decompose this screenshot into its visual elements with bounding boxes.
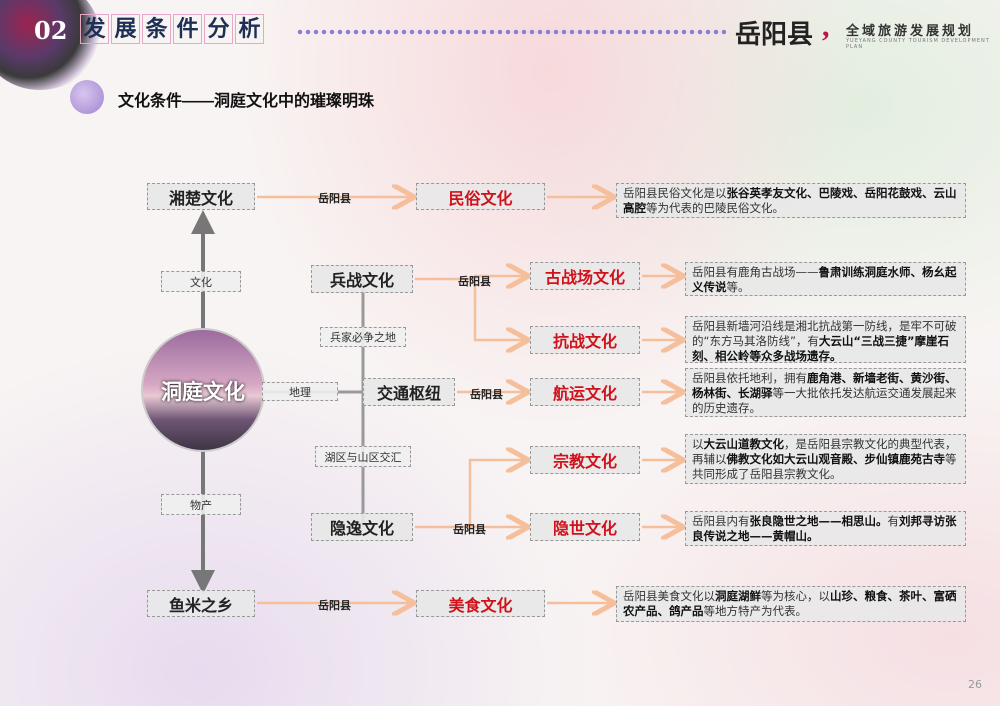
- title-char: 发: [80, 14, 109, 44]
- desc-yinshi: 岳阳县内有张良隐世之地——相思山。有刘邦寻访张良传说之地——黄帽山。: [685, 511, 966, 546]
- label-wuchan: 物产: [161, 494, 241, 515]
- plan-title: 全域旅游发展规划: [846, 24, 975, 39]
- logo: 岳阳县: [735, 20, 814, 50]
- desc-segment: 张谷英孝友文化、巴陵戏、岳阳花鼓戏、云山高腔: [623, 186, 957, 215]
- section-number: 02: [34, 16, 68, 45]
- desc-segment: 佛教文化如大云山观音殿、步仙镇鹿苑古寺: [726, 452, 946, 466]
- culture-yinshi: 隐世文化: [530, 513, 640, 541]
- culture-kangzhan: 抗战文化: [530, 326, 640, 354]
- section-title: 发展条件分析: [80, 14, 264, 44]
- subtitle: 文化条件——洞庭文化中的璀璨明珠: [118, 93, 375, 110]
- node-yinyi: 隐逸文化: [311, 513, 413, 541]
- node-bingzhan: 兵战文化: [311, 265, 413, 293]
- desc-segment: 张良隐世之地——相思山。: [749, 514, 888, 528]
- desc-segment: 等为核心，以: [761, 589, 830, 603]
- title-char: 展: [111, 14, 140, 44]
- culture-hangyun: 航运文化: [530, 378, 640, 406]
- desc-segment: 等一大批依托发达航运交通发展起来的历史遗存。: [692, 386, 957, 415]
- title-char: 件: [173, 14, 202, 44]
- desc-segment: ，是岳阳县宗教文化的典型代表，再辅以: [692, 437, 957, 466]
- desc-segment: 等共同形成了岳阳县宗教文化。: [692, 452, 957, 481]
- desc-segment: 岳阳县新墙河沿线是湘北抗战第一防线，是牢不可破的“东方马其洛防线”，有: [692, 319, 957, 348]
- label-wenhua: 文化: [161, 271, 241, 292]
- desc-segment: 大云山“三战三捷”摩崖石刻、相公岭: [692, 334, 950, 363]
- culture-zongjiao: 宗教文化: [530, 446, 640, 474]
- logo-mark: ,: [822, 10, 830, 43]
- desc-hangyun: 岳阳县依托地利，拥有鹿角港、新墙老街、黄沙街、杨林街、长湖驿等一大批依托发达航运…: [685, 368, 966, 417]
- label-yueyang: 岳阳县: [458, 275, 491, 288]
- label-yueyang: 岳阳县: [453, 523, 486, 536]
- label-huqu: 湖区与山区交汇: [315, 446, 411, 467]
- desc-segment: 山珍、粮食、茶叶、富硒农产品、鸽产品: [623, 589, 957, 618]
- label-yueyang: 岳阳县: [318, 192, 351, 205]
- culture-meishi: 美食文化: [416, 590, 545, 617]
- desc-segment: 大云山道教文化: [703, 437, 785, 451]
- desc-segment: 刘邦寻访张良传说之地——黄帽山。: [692, 514, 957, 543]
- label-yueyang: 岳阳县: [318, 599, 351, 612]
- desc-segment: 等地方特产为代表。: [703, 604, 808, 618]
- desc-zongjiao: 以大云山道教文化，是岳阳县宗教文化的典型代表，再辅以佛教文化如大云山观音殿、步仙…: [685, 434, 966, 484]
- desc-segment: 等众多战场遗存。: [749, 349, 842, 363]
- culture-minsu: 民俗文化: [416, 183, 545, 210]
- desc-kangzhan: 岳阳县新墙河沿线是湘北抗战第一防线，是牢不可破的“东方马其洛防线”，有大云山“三…: [685, 316, 966, 363]
- desc-segment: 鹿角港、新墙老街、黄沙街、杨林街、长湖驿: [692, 371, 957, 400]
- desc-segment: 岳阳县依托地利，拥有: [692, 371, 807, 385]
- desc-meishi: 岳阳县美食文化以洞庭湖鲜等为核心，以山珍、粮食、茶叶、富硒农产品、鸽产品等地方特…: [616, 586, 966, 622]
- label-yueyang: 岳阳县: [470, 388, 503, 401]
- page-number: 26: [968, 678, 982, 691]
- title-char: 条: [142, 14, 171, 44]
- node-yumi: 鱼米之乡: [147, 590, 255, 617]
- desc-segment: 岳阳县民俗文化是以: [623, 186, 727, 200]
- dotted-divider: [296, 29, 726, 35]
- title-char: 分: [204, 14, 233, 44]
- desc-segment: 岳阳县美食文化以: [623, 589, 715, 603]
- desc-segment: 岳阳县内有: [692, 514, 750, 528]
- desc-minsu: 岳阳县民俗文化是以张谷英孝友文化、巴陵戏、岳阳花鼓戏、云山高腔等为代表的巴陵民俗…: [616, 183, 966, 218]
- node-xiangchu: 湘楚文化: [147, 183, 255, 210]
- node-jiaotong: 交通枢纽: [363, 378, 455, 406]
- desc-segment: 洞庭湖鲜: [715, 589, 761, 603]
- bullet-icon: [70, 80, 104, 114]
- desc-segment: 等为代表的巴陵民俗文化。: [646, 201, 784, 215]
- label-bingjia: 兵家必争之地: [320, 327, 406, 347]
- title-char: 析: [235, 14, 264, 44]
- desc-segment: 有: [887, 514, 900, 528]
- desc-segment: 鲁肃训练洞庭水师、杨幺起义传说: [692, 265, 957, 294]
- desc-segment: 以: [692, 437, 704, 451]
- culture-guzhanchang: 古战场文化: [530, 262, 640, 290]
- label-dili: 地理: [262, 382, 338, 401]
- desc-segment: 岳阳县有鹿角古战场——: [692, 265, 819, 279]
- center-node: 洞庭文化: [161, 381, 245, 404]
- plan-title-en: YUEYANG COUNTY TOURISM DEVELOPMENT PLAN: [846, 38, 990, 50]
- desc-segment: 等。: [726, 280, 750, 294]
- desc-guzhanchang: 岳阳县有鹿角古战场——鲁肃训练洞庭水师、杨幺起义传说等。: [685, 262, 966, 296]
